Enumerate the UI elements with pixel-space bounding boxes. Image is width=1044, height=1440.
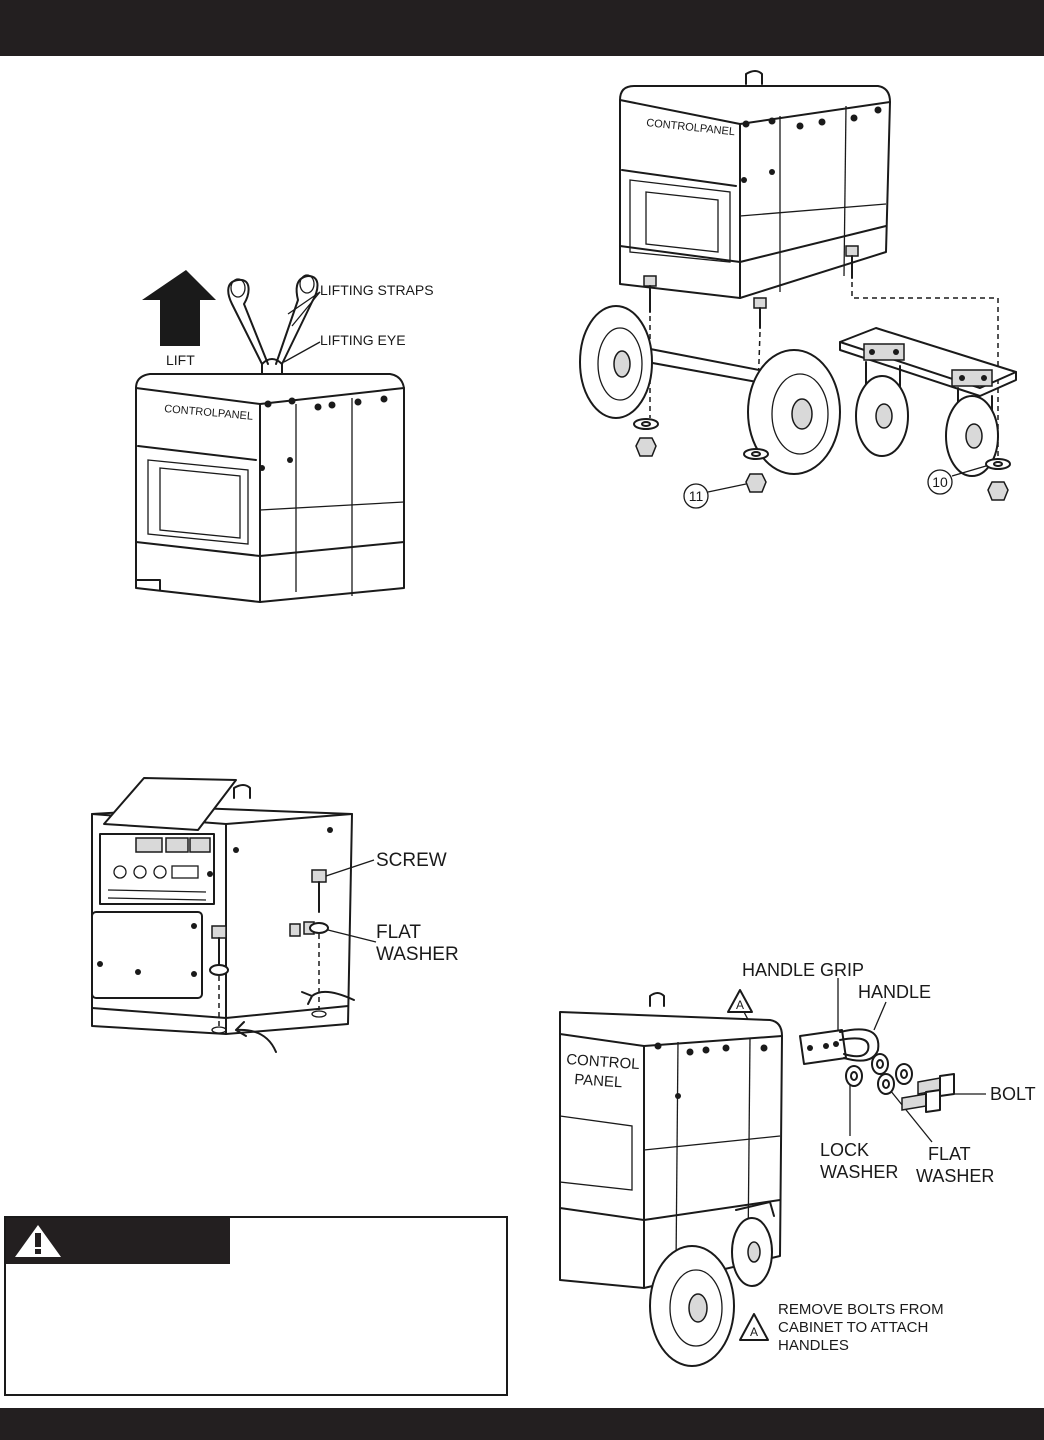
marker-a-top-letter: A xyxy=(736,998,744,1012)
lock-washer-line1: LOCK xyxy=(820,1140,869,1160)
note-line1: REMOVE BOLTS FROM xyxy=(778,1301,944,1318)
marker-a-note-letter: A xyxy=(750,1325,758,1339)
handle-label: HANDLE xyxy=(858,982,931,1002)
handle-grip-label: HANDLE GRIP xyxy=(742,960,864,980)
warning-box xyxy=(4,1216,508,1396)
lifting-eye-label: LIFTING EYE xyxy=(320,332,406,348)
callout-10: 10 xyxy=(927,465,987,495)
lift-label: LIFT xyxy=(166,352,195,368)
lifting-eye xyxy=(261,358,283,377)
caster-assembly xyxy=(839,327,1017,477)
base-mount-figure: SCREW FLAT WASHER xyxy=(91,777,459,1053)
handle-kit-cabinet: CONTROL PANEL xyxy=(559,992,783,1289)
callout-11: 11 xyxy=(683,483,747,509)
bolt-label: BOLT xyxy=(990,1084,1036,1104)
header-band xyxy=(0,0,1044,56)
generator-cabinet: CONTROLPANEL xyxy=(135,373,405,603)
handle-kit-wheels xyxy=(649,1201,775,1367)
lifting-straps-label: LIFTING STRAPS xyxy=(320,282,434,298)
footer-band xyxy=(0,1408,1044,1440)
handle-panel-line2: PANEL xyxy=(574,1071,623,1091)
flat-washer-label-line2: WASHER xyxy=(376,944,459,965)
callout-11-number: 11 xyxy=(689,488,704,504)
screw-label: SCREW xyxy=(376,850,447,871)
note-line2: CABINET TO ATTACH xyxy=(778,1319,928,1336)
lift-arrow-icon xyxy=(142,270,216,346)
mounting-bolts xyxy=(643,245,859,329)
wheel-kit-figure: CONTROLPANEL xyxy=(579,70,1017,509)
handle-panel-line1: CONTROL xyxy=(566,1051,640,1073)
wheel-kit-cabinet: CONTROLPANEL xyxy=(619,70,891,299)
flat-washer-line1: FLAT xyxy=(928,1144,971,1164)
flat-washer-line2: WASHER xyxy=(916,1166,994,1186)
lifting-figure: LIFT LIFTING STRAPS LIFTING EYE CONTROLP… xyxy=(135,270,434,603)
handle-assembly xyxy=(799,1028,880,1065)
warning-header xyxy=(6,1218,230,1264)
handle-kit-figure: HANDLE GRIP HANDLE BOLT LOCK WASHER FLAT… xyxy=(559,960,1036,1367)
washers-and-nuts xyxy=(633,418,1011,501)
flat-washer-label-line1: FLAT xyxy=(376,922,421,943)
insert-arrow-icon xyxy=(235,1021,277,1053)
handle-note: A REMOVE BOLTS FROM CABINET TO ATTACH HA… xyxy=(739,1301,944,1354)
axle-wheel-assembly xyxy=(579,305,841,475)
callout-10-number: 10 xyxy=(932,474,948,490)
note-line3: HANDLES xyxy=(778,1337,849,1354)
warning-triangle-icon xyxy=(15,1225,61,1257)
handle-hardware xyxy=(845,1053,955,1113)
insert-arrow-icon xyxy=(301,990,355,1005)
lock-washer-line2: WASHER xyxy=(820,1162,898,1182)
